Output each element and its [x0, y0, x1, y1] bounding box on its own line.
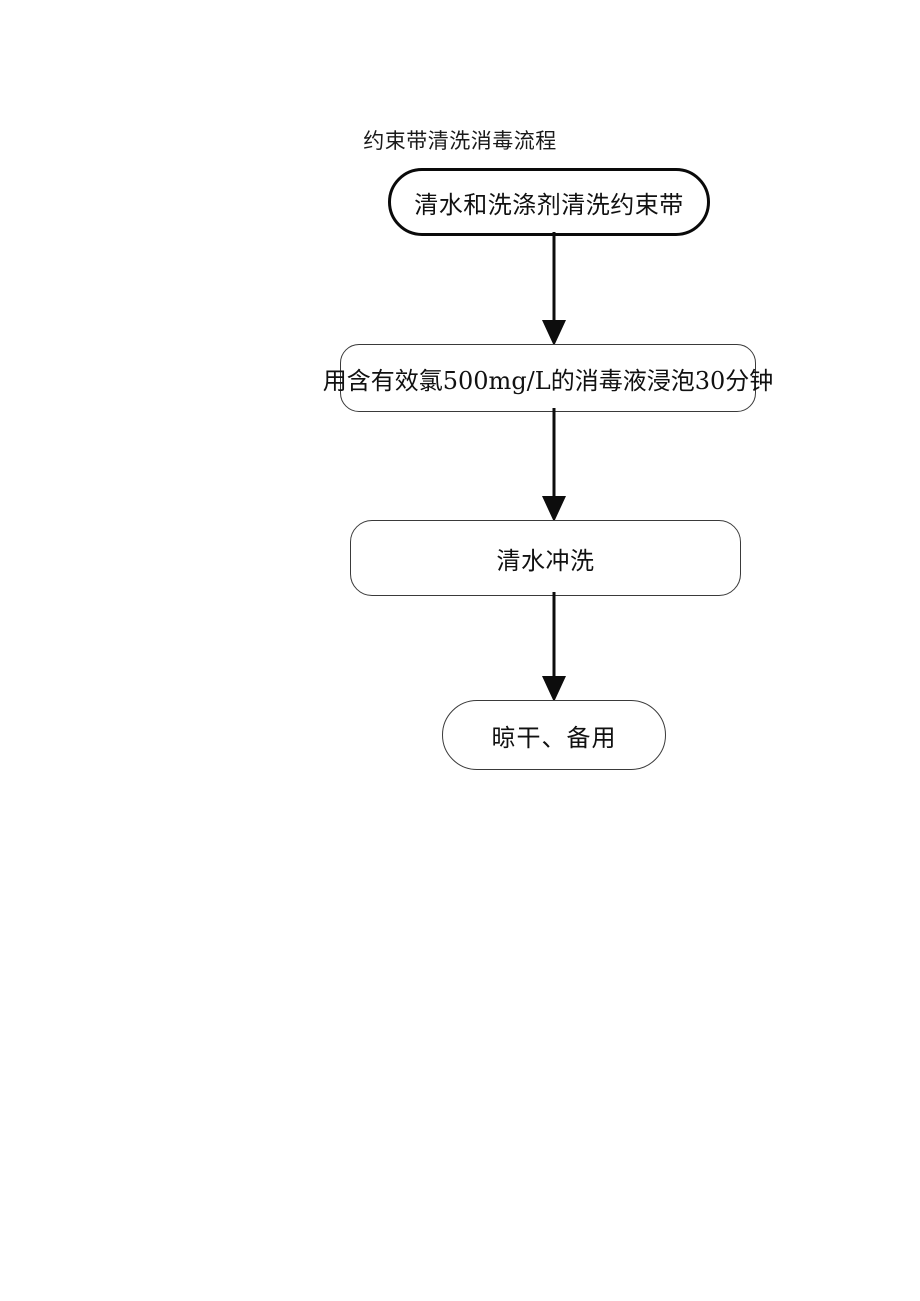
- flow-node-rinse-label: 清水冲洗: [496, 546, 595, 575]
- page-title: 约束带清洗消毒流程: [363, 129, 557, 153]
- connector-soak-to-rinse: [542, 408, 566, 522]
- flow-node-dry[interactable]: 晾干、备用: [442, 700, 666, 770]
- connector-wash-to-soak: [542, 232, 566, 346]
- connector-rinse-to-dry: [542, 592, 566, 702]
- flow-node-soak[interactable]: 用含有效氯500mg/L的消毒液浸泡30分钟: [323, 344, 773, 412]
- flow-node-wash[interactable]: 清水和洗涤剂清洗约束带: [388, 168, 710, 236]
- flow-node-rinse[interactable]: 清水冲洗: [350, 520, 741, 596]
- flow-node-dry-label: 晾干、备用: [491, 723, 617, 752]
- flow-node-soak-label: 用含有效氯500mg/L的消毒液浸泡30分钟: [322, 366, 774, 395]
- flow-node-wash-label: 清水和洗涤剂清洗约束带: [414, 190, 684, 219]
